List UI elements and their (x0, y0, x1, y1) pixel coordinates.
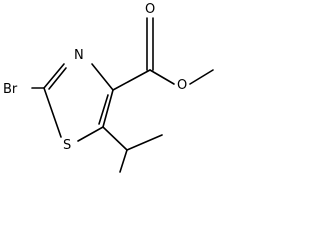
bond-s1-c2 (43, 87, 62, 138)
bond-c5-s1 (77, 126, 104, 142)
bond-ch-methyl-upper (126, 134, 163, 151)
bond-c5-ch (102, 126, 128, 151)
bond-ch-methyl-lower (119, 149, 128, 173)
bond-carbonyl-oester (149, 69, 175, 85)
bond-c4-carbonyl (112, 69, 151, 91)
bond-oester-methyl (189, 69, 214, 85)
bond-c4-c5-inner (98, 94, 109, 125)
bond-c4-c5-outer (102, 89, 114, 128)
bond-c2-n3-outer (43, 63, 65, 89)
atom-label-o-carbonyl: O (145, 2, 155, 17)
bond-n3-c4 (91, 63, 114, 91)
molecule-structure: Br N S O O (3, 2, 214, 173)
atom-label-n: N (74, 48, 84, 63)
atom-label-o-ester: O (177, 78, 187, 93)
atom-label-s: S (63, 138, 71, 153)
atom-label-br: Br (3, 82, 18, 97)
bond-c2-n3-inner (48, 67, 67, 90)
